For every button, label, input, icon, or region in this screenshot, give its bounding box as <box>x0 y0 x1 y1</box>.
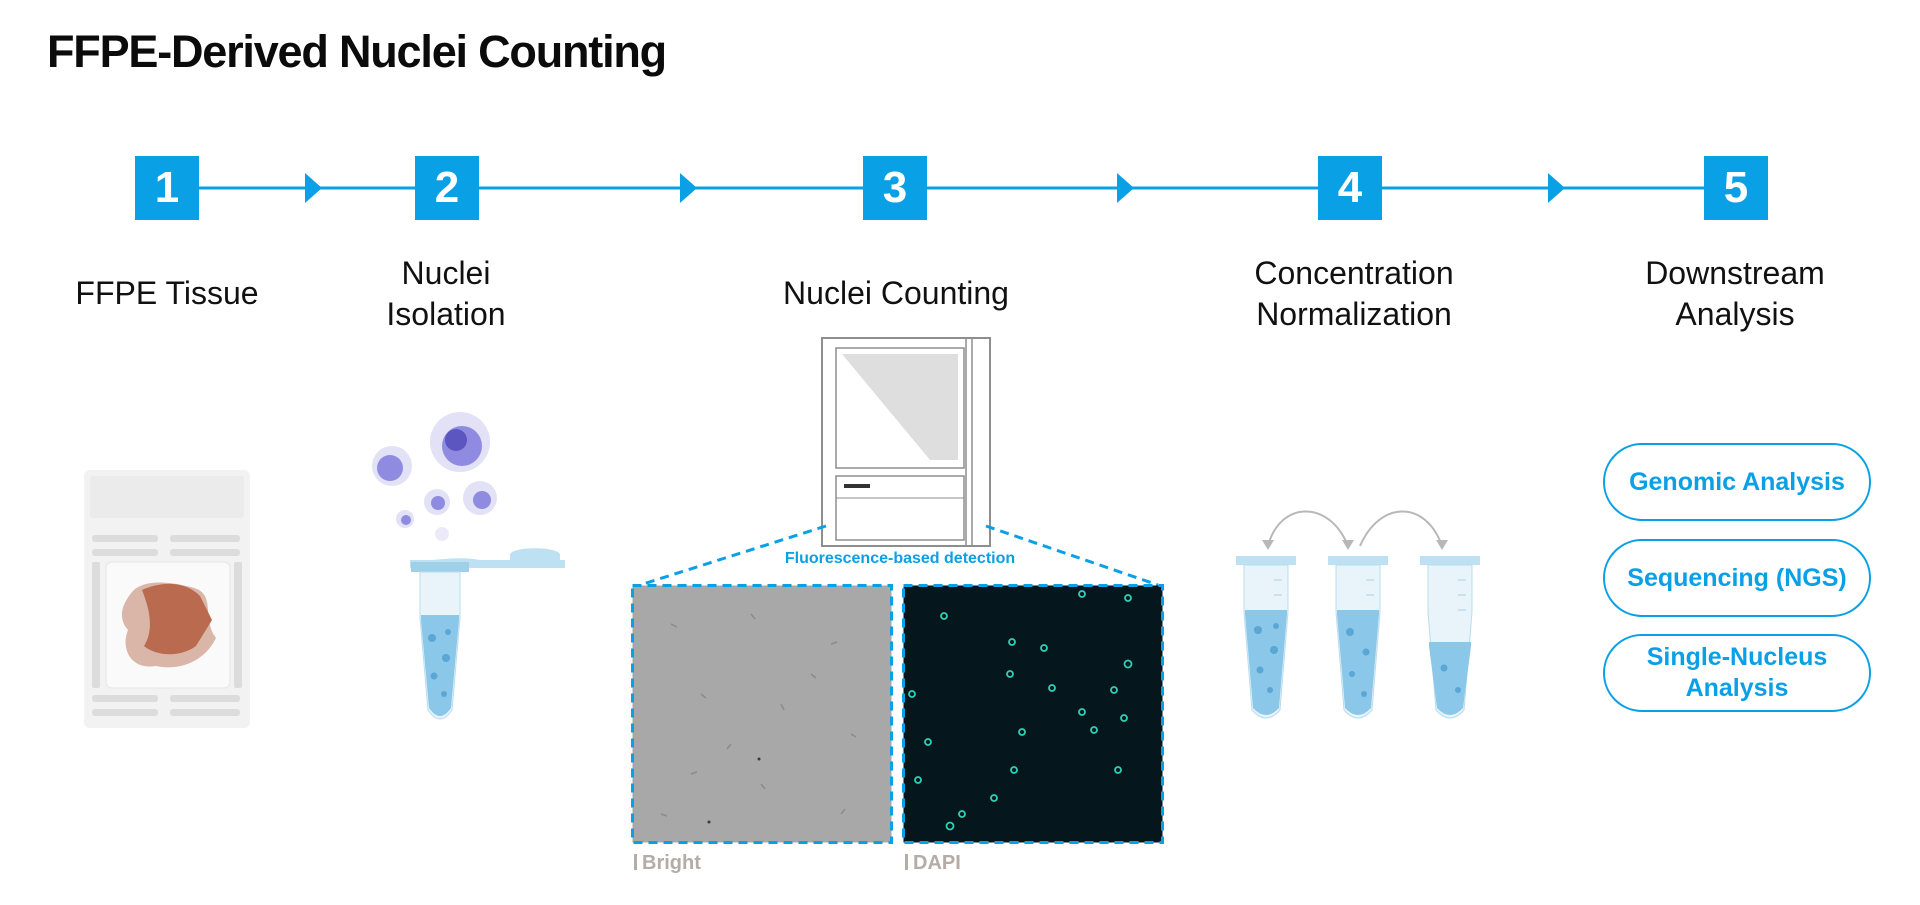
dapi-image <box>902 584 1164 844</box>
step-1-label: FFPE Tissue <box>75 275 259 311</box>
step-3-label: Nuclei Counting <box>783 275 1009 311</box>
dilution-tubes-icon <box>1236 510 1480 719</box>
tube-icon <box>1328 556 1388 719</box>
step-2-label: Nuclei Isolation <box>386 255 506 332</box>
arrow-icon <box>1117 173 1134 203</box>
caption-bar <box>905 854 908 870</box>
sequencing-ngs-pill: Sequencing (NGS) <box>1603 539 1871 617</box>
step-4-badge: 4 <box>1318 156 1382 220</box>
detection-label: Fluorescence-based detection <box>784 550 1016 567</box>
genomic-analysis-pill: Genomic Analysis <box>1603 443 1871 521</box>
step-3-badge: 3 <box>863 156 927 220</box>
bright-field-image <box>631 584 893 844</box>
arrow-icon <box>680 173 697 203</box>
arrow-icon <box>1548 173 1565 203</box>
tube-with-nuclei-icon <box>372 412 565 720</box>
step-1-badge: 1 <box>135 156 199 220</box>
page-title: FFPE-Derived Nuclei Counting <box>47 26 667 77</box>
step-5-badge: 5 <box>1704 156 1768 220</box>
dapi-caption: DAPI <box>905 852 961 875</box>
step-2-badge: 2 <box>415 156 479 220</box>
step-4-label: Concentration Normalization <box>1254 255 1454 332</box>
ffpe-slide-icon <box>84 470 250 728</box>
tube-icon <box>1420 556 1480 719</box>
bright-caption: Bright <box>634 852 701 875</box>
caption-bar <box>634 854 637 870</box>
single-nucleus-analysis-pill: Single-Nucleus Analysis <box>1603 634 1871 712</box>
cell-counter-icon <box>639 337 1159 587</box>
tube-icon <box>1236 556 1296 719</box>
step-5-label: Downstream Analysis <box>1645 255 1825 332</box>
arrow-icon <box>305 173 322 203</box>
